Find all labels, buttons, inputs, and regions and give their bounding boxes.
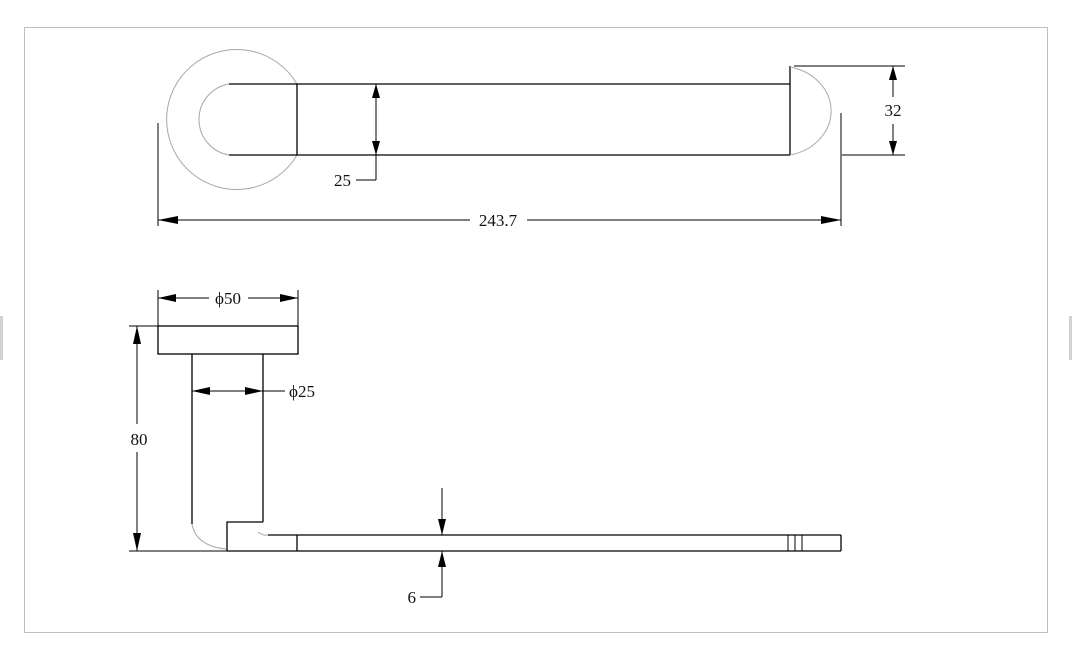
label-total-length: 243.7 bbox=[479, 211, 518, 230]
left-edge-handle[interactable] bbox=[0, 316, 3, 360]
label-post-diameter: ϕ25 bbox=[289, 382, 315, 401]
side-bar bbox=[227, 534, 842, 552]
label-tube-diameter: 25 bbox=[334, 171, 351, 190]
label-projection: 80 bbox=[131, 430, 148, 449]
dim-32: 32 bbox=[794, 65, 905, 156]
dim-phi50: ϕ50 bbox=[157, 289, 299, 326]
label-flange-height: 32 bbox=[885, 101, 902, 120]
right-end-cap bbox=[789, 66, 832, 156]
dim-phi25: ϕ25 bbox=[192, 382, 315, 401]
wall-flange bbox=[157, 325, 299, 355]
drawing-frame bbox=[24, 27, 1048, 633]
right-edge-handle[interactable] bbox=[1069, 316, 1072, 360]
top-view: 32 25 243.7 bbox=[157, 49, 905, 230]
top-bar bbox=[229, 66, 791, 156]
post bbox=[191, 354, 269, 551]
label-flange-diameter: ϕ50 bbox=[215, 289, 241, 308]
dim-80: 80 bbox=[129, 325, 227, 552]
side-view: ϕ50 ϕ25 80 6 bbox=[129, 289, 842, 607]
dim-25: 25 bbox=[334, 84, 380, 190]
label-bar-thickness: 6 bbox=[408, 588, 417, 607]
dim-243-7: 243.7 bbox=[157, 113, 842, 230]
left-flange-outline bbox=[166, 49, 298, 190]
dim-6: 6 bbox=[408, 488, 446, 607]
